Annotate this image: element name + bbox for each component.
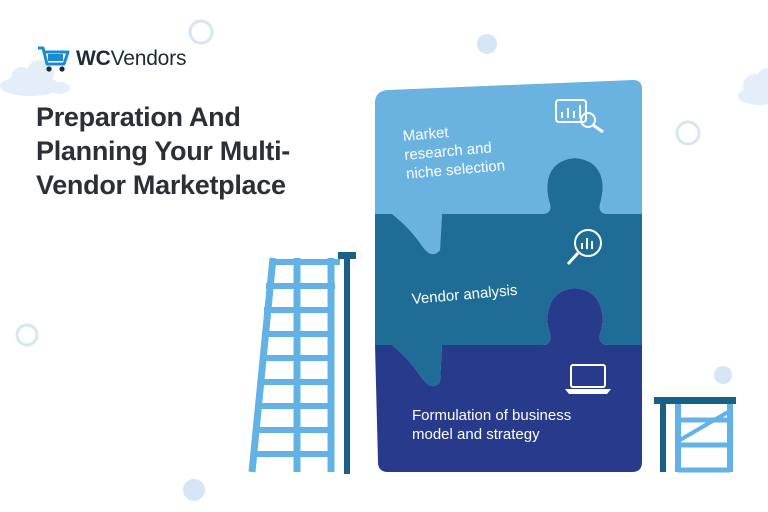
ladder-right xyxy=(654,397,736,473)
cloud-right xyxy=(738,68,768,105)
puzzle-piece-research xyxy=(375,80,642,255)
brand-suffix: Vendors xyxy=(110,47,187,70)
bubble-dot xyxy=(183,479,205,501)
cart-icon xyxy=(38,46,70,72)
brand-name: WCVendors xyxy=(76,47,186,71)
title-line: Vendor Marketplace xyxy=(36,170,286,200)
title-line: Planning Your Multi- xyxy=(36,136,290,166)
bubble-ring xyxy=(188,19,214,45)
ladder-left xyxy=(248,252,356,474)
puzzle-piece-strategy xyxy=(375,288,642,472)
step-label-research: Market research and niche selection xyxy=(402,118,506,183)
cloud-left xyxy=(0,60,70,96)
step-label-strategy: Formulation of business model and strate… xyxy=(412,406,571,444)
step-text: Formulation of business xyxy=(412,407,572,424)
bubble-dot xyxy=(714,366,732,384)
bubble-dot xyxy=(477,34,497,54)
bubble-ring xyxy=(15,323,39,347)
page-title: Preparation And Planning Your Multi- Ven… xyxy=(36,100,336,202)
laptop-icon xyxy=(565,364,611,394)
step-text: model and strategy xyxy=(412,426,540,443)
brand-logo[interactable]: WCVendors xyxy=(36,44,186,74)
bubble-ring xyxy=(675,120,701,146)
brand-prefix: WC xyxy=(76,47,111,70)
puzzle-piece-vendor xyxy=(375,158,642,387)
market-analysis-icon xyxy=(555,99,604,134)
magnifier-chart-icon xyxy=(566,229,602,266)
title-line: Preparation And xyxy=(36,102,241,132)
